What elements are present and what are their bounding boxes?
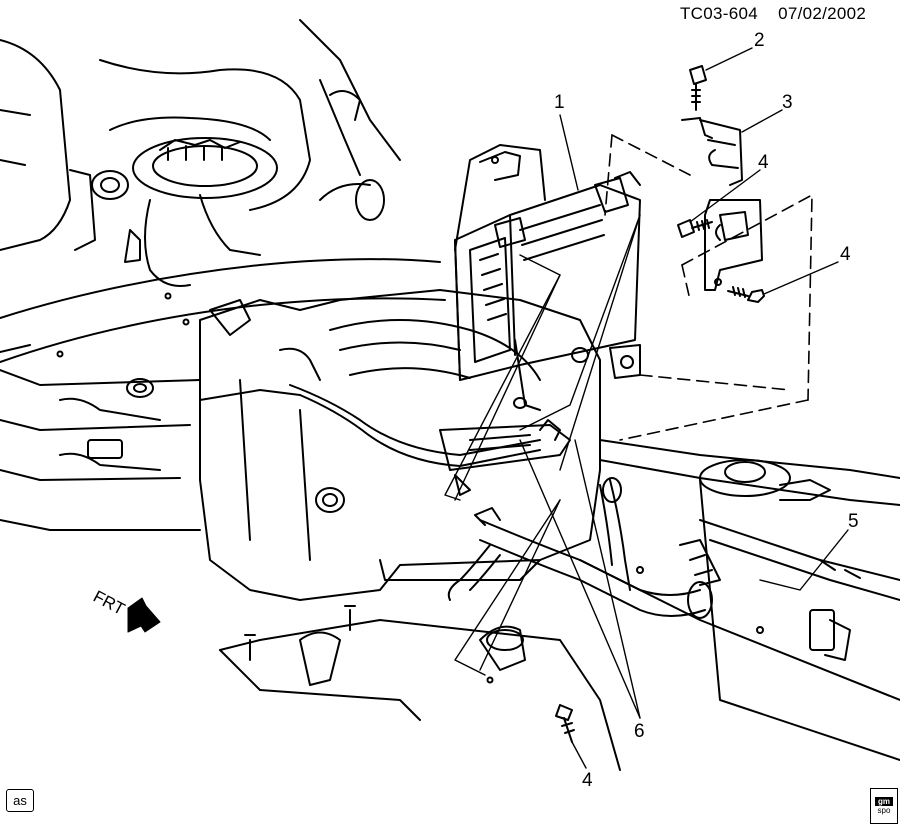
bolt-part-2-icon	[689, 65, 707, 111]
callout-4-right: 4	[840, 244, 851, 265]
left-frame-rail	[0, 369, 201, 531]
gm-spo-logo: gm spo	[870, 788, 898, 824]
bracket-part-3	[681, 117, 743, 186]
callout-3: 3	[782, 92, 793, 113]
bolt-part-4-right-icon	[727, 286, 765, 303]
arrow-icon	[127, 597, 161, 633]
callout-2: 2	[754, 30, 765, 51]
corner-code-badge: as	[6, 789, 34, 812]
assembly-dashed-lines	[604, 134, 813, 441]
ecm-module	[454, 171, 641, 411]
bracket-part-4	[704, 199, 763, 291]
lower-pipes	[447, 477, 713, 619]
gm-logo-text: gm	[875, 797, 893, 806]
diagram-date: 07/02/2002	[778, 4, 867, 23]
bolt-part-4-upper-icon	[677, 219, 713, 238]
callout-5: 5	[848, 511, 859, 532]
spo-logo-text: spo	[877, 806, 891, 815]
callout-1: 1	[554, 92, 565, 113]
callout-numbers: 1 2 3 4 4 5 6 4	[554, 30, 859, 791]
bolts	[555, 65, 765, 743]
right-frame-rail	[579, 439, 900, 761]
leader-lines	[444, 47, 849, 769]
frt-label: FRT	[90, 587, 128, 619]
callout-6: 6	[634, 721, 645, 742]
fuel-pump-assembly	[0, 19, 401, 287]
crossmember	[0, 258, 446, 363]
callout-4-upper: 4	[758, 152, 769, 173]
diagram-header: TC03-604 07/02/2002	[680, 4, 866, 24]
bolt-part-4-lower-icon	[555, 704, 575, 743]
fuel-lines	[289, 384, 571, 496]
callout-4-lower: 4	[582, 770, 593, 791]
floor-plate	[219, 605, 621, 771]
frt-direction-marker: FRT	[90, 587, 161, 633]
fuel-tank	[199, 289, 601, 601]
diagram-code: TC03-604	[680, 4, 758, 23]
